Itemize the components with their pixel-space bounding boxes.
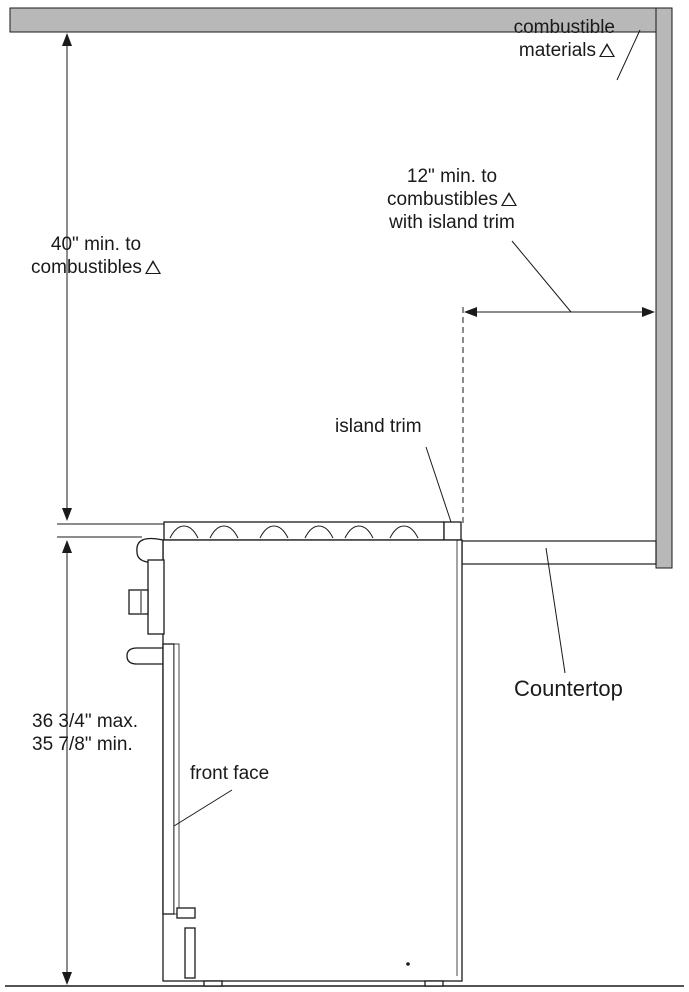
door-glass-edge <box>173 643 180 915</box>
delta-triangle-icon <box>144 260 161 274</box>
combustible-label-line-1: combustible <box>513 17 615 38</box>
combustible-materials-label: combustible materials <box>514 16 615 62</box>
range-body <box>162 539 463 982</box>
combustible-label-line-2: materials <box>518 40 596 61</box>
side-label-line-2-wrap: combustibles <box>372 188 532 211</box>
height-label-line-1: 36 3/4" max. <box>32 711 139 732</box>
front-face-text: front face <box>190 763 270 784</box>
cooktop-grates <box>163 521 445 541</box>
top-clearance-label: 40" min. to combustibles <box>12 233 180 279</box>
height-arrow-up <box>62 540 72 553</box>
combustible-leader-line <box>616 29 641 81</box>
combustible-label-line-2-wrap: materials <box>514 39 615 62</box>
countertop-text: Countertop <box>514 676 623 701</box>
height-label-line-2: 35 7/8" min. <box>32 734 133 755</box>
island-trim <box>443 521 462 541</box>
height-label: 36 3/4" max. 35 7/8" min. <box>32 710 138 756</box>
grate-pattern <box>169 525 419 539</box>
control-panel <box>147 559 165 635</box>
delta-triangle-icon <box>500 192 517 206</box>
ceiling <box>9 7 673 33</box>
top-label-line-1: 40" min. to <box>50 234 142 255</box>
bottom-drawer <box>176 907 196 919</box>
leveling-foot-rear <box>424 980 444 987</box>
delta-triangle-icon <box>599 43 615 57</box>
front-face-label: front face <box>190 762 269 785</box>
countertop <box>461 540 657 565</box>
side-clearance-label: 12" min. to combustibles with island tri… <box>372 165 532 234</box>
control-panel-top <box>136 537 164 563</box>
side-label-line-2: combustibles <box>387 189 498 210</box>
control-knob <box>128 589 149 615</box>
height-arrow-down <box>62 972 72 985</box>
front-face-leader-line <box>173 789 233 827</box>
side-label-line-3: with island trim <box>389 212 515 233</box>
side-clearance-arrow-right <box>642 307 655 317</box>
front-face-door <box>162 643 175 915</box>
range-appliance <box>126 521 463 987</box>
side-label-line-1: 12" min. to <box>406 166 498 187</box>
lower-kick <box>184 927 196 979</box>
side-wall <box>655 7 673 569</box>
top-label-line-2: combustibles <box>31 257 142 278</box>
oven-handle <box>126 647 164 665</box>
island-trim-text: island trim <box>335 416 422 437</box>
countertop-leader-line <box>545 547 566 674</box>
top-label-line-2-wrap: combustibles <box>12 256 180 279</box>
countertop-label: Countertop <box>514 677 623 700</box>
top-clearance-arrow-up <box>62 33 72 46</box>
top-clearance-arrow-down <box>62 508 72 521</box>
island-trim-leader-line <box>425 446 452 523</box>
leveling-foot-front <box>203 980 223 987</box>
island-trim-label: island trim <box>335 415 422 438</box>
side-clearance-arrow-left <box>464 307 477 317</box>
indicator-dot <box>406 962 410 966</box>
side-clearance-leader-line <box>511 240 572 313</box>
